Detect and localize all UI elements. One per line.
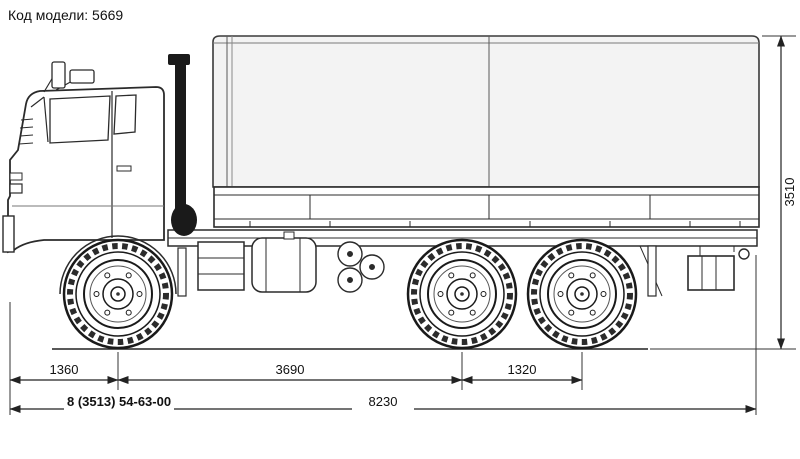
rear-wheel <box>526 238 638 350</box>
dim-wheelbase-value: 3690 <box>275 362 305 377</box>
witness-lines <box>9 35 796 415</box>
cab <box>2 61 165 254</box>
windshield-pillar <box>30 96 45 108</box>
quarter-window <box>113 94 137 135</box>
fuel-cap <box>283 231 295 240</box>
turn-signal <box>9 172 23 181</box>
cargo-tarpaulin <box>212 35 760 188</box>
front-fender <box>59 235 177 295</box>
dim-overall-length-value: 8230 <box>352 394 414 410</box>
model-code-label: Код модели: 5669 <box>8 7 124 23</box>
phone-number: 8 (3513) 54-63-00 <box>64 394 175 410</box>
grille-slats <box>20 118 34 121</box>
front-mudflap <box>177 247 187 297</box>
middle-wheel <box>406 238 518 350</box>
front-wheel <box>62 238 174 350</box>
door-window <box>49 95 111 144</box>
headlight <box>9 183 23 194</box>
front-bumper <box>2 215 15 253</box>
battery-box <box>197 241 245 291</box>
wide-mirror <box>69 69 95 84</box>
air-reservoirs <box>337 241 385 293</box>
fuel-tank <box>251 231 317 293</box>
door-handle <box>116 165 132 172</box>
cargo-side-board <box>213 186 760 228</box>
air-cleaner <box>171 204 197 236</box>
side-mirror <box>51 61 66 89</box>
rear-mudflap <box>647 245 657 297</box>
dim-front-overhang-value: 1360 <box>49 362 79 377</box>
dim-height-value: 3510 <box>782 177 797 207</box>
rear-toolbox <box>687 255 735 291</box>
tail-lamp <box>738 248 750 260</box>
exhaust-stack <box>168 54 197 236</box>
dim-tandem-value: 1320 <box>507 362 537 377</box>
